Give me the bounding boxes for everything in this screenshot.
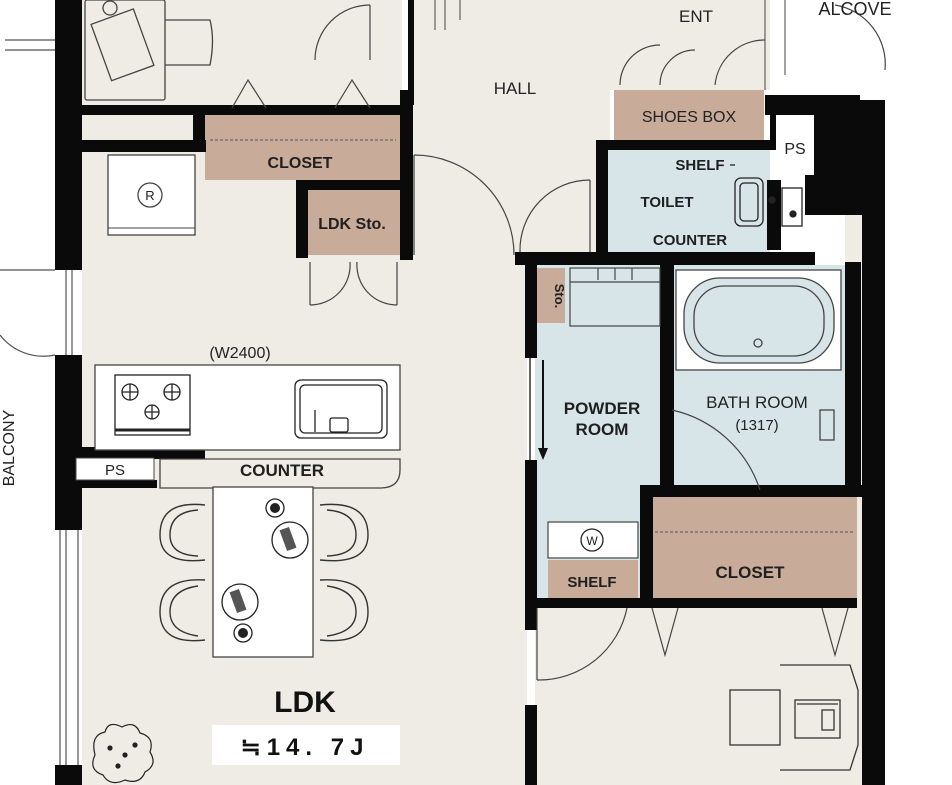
alcove-label: ALCOVE xyxy=(818,0,891,19)
lower-right-floor xyxy=(535,605,860,785)
powder-room-label-1: POWDER xyxy=(564,399,641,418)
plant-icon xyxy=(92,723,154,784)
small-storage-label: Sto. xyxy=(552,284,567,309)
cooktop-icon xyxy=(114,374,191,436)
shelf-powder-label: SHELF xyxy=(567,574,616,591)
powder-room-label-2: ROOM xyxy=(576,420,629,439)
balcony-window-frame xyxy=(0,39,79,765)
toilet-fixture xyxy=(730,164,803,227)
closet-bottom xyxy=(652,495,857,600)
door-swings xyxy=(231,4,886,681)
closet-top-label: CLOSET xyxy=(268,155,333,172)
ldk-label: LDK xyxy=(274,686,336,719)
shelf-toilet-label: SHELF xyxy=(675,157,724,174)
desk-furniture xyxy=(84,0,214,101)
dining-set xyxy=(159,486,369,658)
ps-kitchen: PS xyxy=(105,462,125,479)
ldk-area-label: ≒14. 7J xyxy=(241,734,370,761)
bedroom-top-floor xyxy=(82,0,402,110)
hall-label: HALL xyxy=(494,79,537,98)
hall-glass-lines xyxy=(434,0,786,90)
direction-arrow-icon xyxy=(538,360,548,460)
refrigerator-mark: R xyxy=(145,188,154,203)
washer-icon xyxy=(547,521,639,559)
ps-top-box xyxy=(776,115,814,175)
shelf-powder-box xyxy=(548,560,638,600)
walls xyxy=(55,0,885,785)
closet-top xyxy=(205,115,400,180)
ent-label: ENT xyxy=(679,7,713,26)
balcony-label: BALCONY xyxy=(1,409,18,486)
closet-bottom-label: CLOSET xyxy=(716,563,786,582)
shoes-box-label: SHOES BOX xyxy=(642,109,737,126)
vanity-fixture xyxy=(569,267,661,327)
bathtub xyxy=(675,269,842,441)
washer-mark: W xyxy=(586,534,598,548)
refrigerator xyxy=(107,154,196,236)
small-storage xyxy=(535,268,565,323)
counter-kitchen: COUNTER xyxy=(240,461,324,480)
bedroom-furniture xyxy=(729,664,859,771)
hall-floor xyxy=(410,0,610,260)
sink-icon xyxy=(294,379,388,439)
ldk-area-box xyxy=(212,725,400,765)
bath-size-label: (1317) xyxy=(735,417,778,434)
ps-kitchen-box xyxy=(75,457,155,481)
toilet-room-fill xyxy=(605,148,770,252)
bath-room-label: BATH ROOM xyxy=(706,393,808,412)
ldk-storage-label: LDK Sto. xyxy=(318,216,386,233)
ps-top: PS xyxy=(784,141,805,158)
kitchen-width: (W2400) xyxy=(209,345,270,362)
toilet-label: TOILET xyxy=(640,194,693,211)
shoes-box xyxy=(614,90,764,140)
ldk-storage xyxy=(305,190,400,255)
counter-toilet-label: COUNTER xyxy=(653,232,727,249)
